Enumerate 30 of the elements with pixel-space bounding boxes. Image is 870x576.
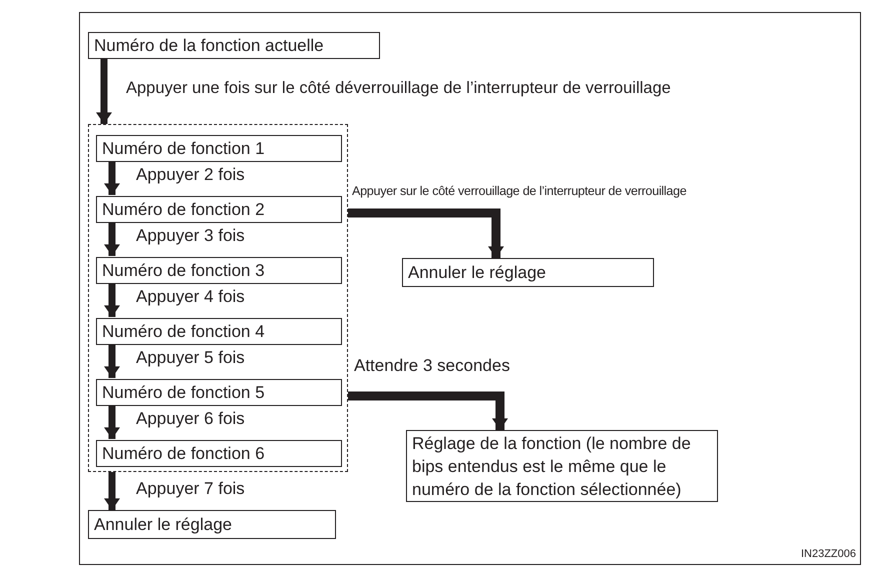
process-box	[96, 318, 342, 345]
box-text: Numéro de fonction 2	[102, 199, 265, 221]
box-text: Numéro de fonction 1	[102, 138, 265, 160]
arrow	[104, 472, 120, 510]
box-text: Réglage de la fonction (le nombre de bips entendus est le même que le numéro de la fonction sélectionnée)	[412, 432, 692, 500]
box-text: Numéro de la fonction actuelle	[94, 35, 324, 57]
arrow	[104, 283, 120, 317]
arrow	[104, 222, 120, 256]
box-text: Numéro de fonction 6	[102, 443, 265, 465]
box-text: Annuler le réglage	[94, 514, 232, 536]
arrow	[348, 208, 504, 258]
process-box	[96, 196, 342, 223]
box-text: Annuler le réglage	[408, 262, 546, 284]
arrow	[104, 161, 120, 195]
process-box	[96, 440, 342, 467]
process-box	[88, 32, 380, 59]
arrow	[104, 344, 120, 378]
process-box	[402, 258, 654, 287]
box-text: Numéro de fonction 4	[102, 321, 265, 343]
box-text: Numéro de fonction 3	[102, 260, 265, 282]
process-box	[96, 257, 342, 284]
box-text: Numéro de fonction 5	[102, 382, 265, 404]
arrow	[96, 59, 112, 124]
process-box	[96, 135, 342, 162]
process-box	[88, 510, 336, 539]
figure-code: IN23ZZ006	[800, 548, 856, 561]
arrow	[104, 405, 120, 439]
process-box	[406, 430, 718, 502]
process-box	[96, 379, 342, 406]
arrow	[348, 392, 508, 430]
